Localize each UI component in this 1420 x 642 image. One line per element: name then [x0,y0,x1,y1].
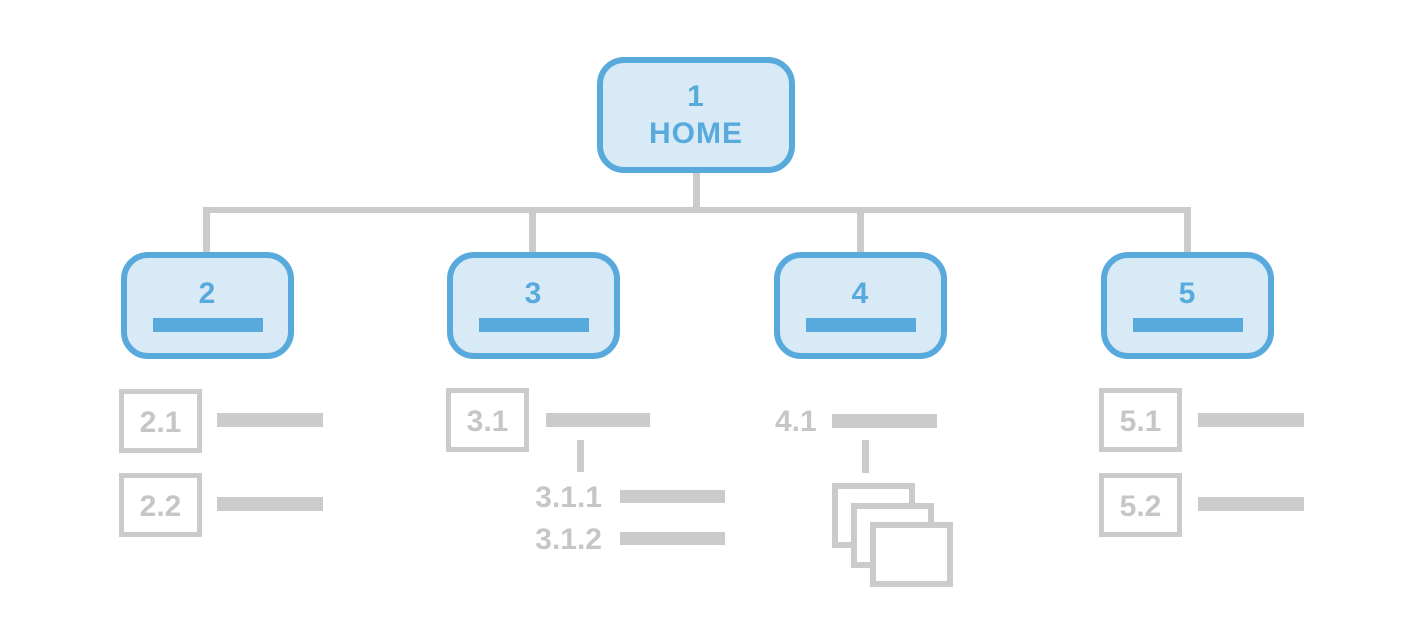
connector-drop-node-5 [1184,207,1191,253]
node-2: 2 [121,252,294,359]
node-3-1-2-label: 3.1.2 [535,523,602,556]
node-home: 1 HOME [597,57,795,173]
connector-stem-3-1 [577,440,584,472]
node-3-1-box: 3.1 [446,388,529,452]
label-placeholder-bar [152,318,263,332]
label-placeholder-bar [1198,497,1304,511]
connector-stem-4-1 [862,440,869,473]
label-placeholder-bar [546,413,650,427]
label-placeholder-bar [217,413,323,427]
label-placeholder-bar [1132,318,1243,332]
pages-stack-icon [832,483,953,588]
connector-drop-node-2 [203,207,210,253]
node-5-2-label: 5.2 [1119,490,1162,523]
node-3-number: 3 [524,277,543,310]
node-5-2-box: 5.2 [1099,473,1182,537]
connector-drop-node-3 [529,207,536,253]
node-5: 5 [1101,252,1274,359]
node-2-1-box: 2.1 [119,389,202,453]
node-3-1-1-label: 3.1.1 [535,481,602,514]
node-4-1-label: 4.1 [775,405,817,438]
label-placeholder-bar [1198,413,1304,427]
node-2-1-label: 2.1 [139,406,182,439]
node-3-1-label: 3.1 [466,405,509,438]
node-4: 4 [774,252,947,359]
label-placeholder-bar [832,414,937,428]
connector-horizontal-line [203,207,1191,213]
label-placeholder-bar [217,497,323,511]
node-2-2-box: 2.2 [119,473,202,537]
node-2-2-label: 2.2 [139,490,182,523]
node-3: 3 [447,252,620,359]
node-home-number: 1 [687,80,705,113]
node-5-number: 5 [1178,277,1197,310]
connector-drop-node-4 [857,207,864,253]
page-sheet-front [870,522,953,587]
node-home-label: HOME [649,117,743,150]
label-placeholder-bar [620,532,725,545]
node-2-number: 2 [198,277,217,310]
node-4-number: 4 [851,277,870,310]
label-placeholder-bar [620,490,725,503]
node-5-1-box: 5.1 [1099,388,1182,452]
label-placeholder-bar [805,318,916,332]
label-placeholder-bar [478,318,589,332]
node-5-1-label: 5.1 [1119,405,1162,438]
connector-root-stem [693,173,700,213]
